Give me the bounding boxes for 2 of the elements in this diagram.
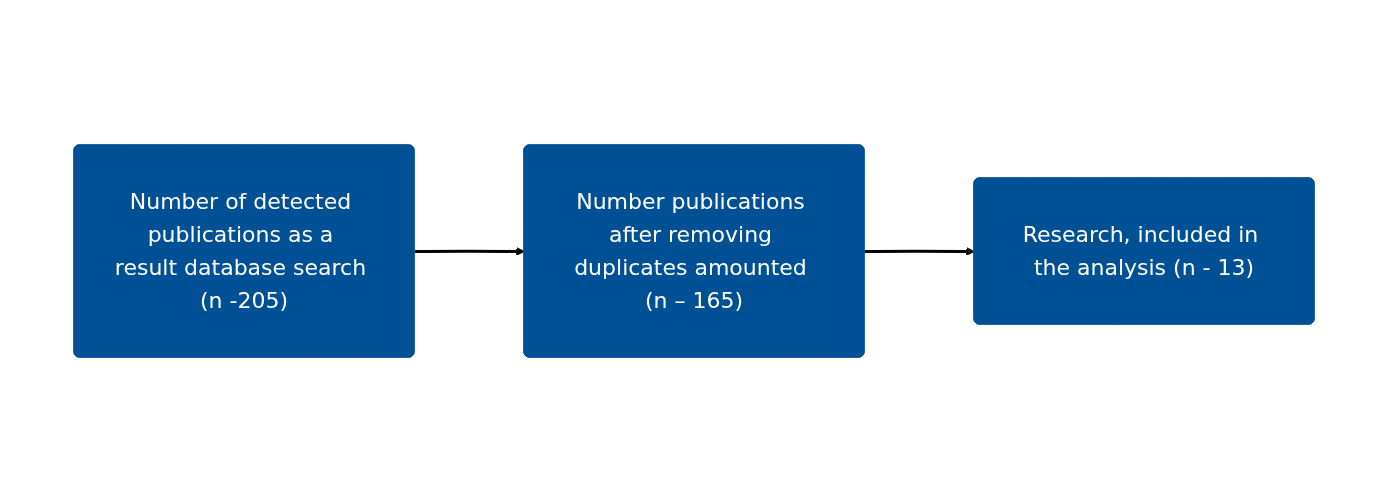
arrow bbox=[414, 247, 525, 256]
arrow bbox=[864, 247, 975, 256]
